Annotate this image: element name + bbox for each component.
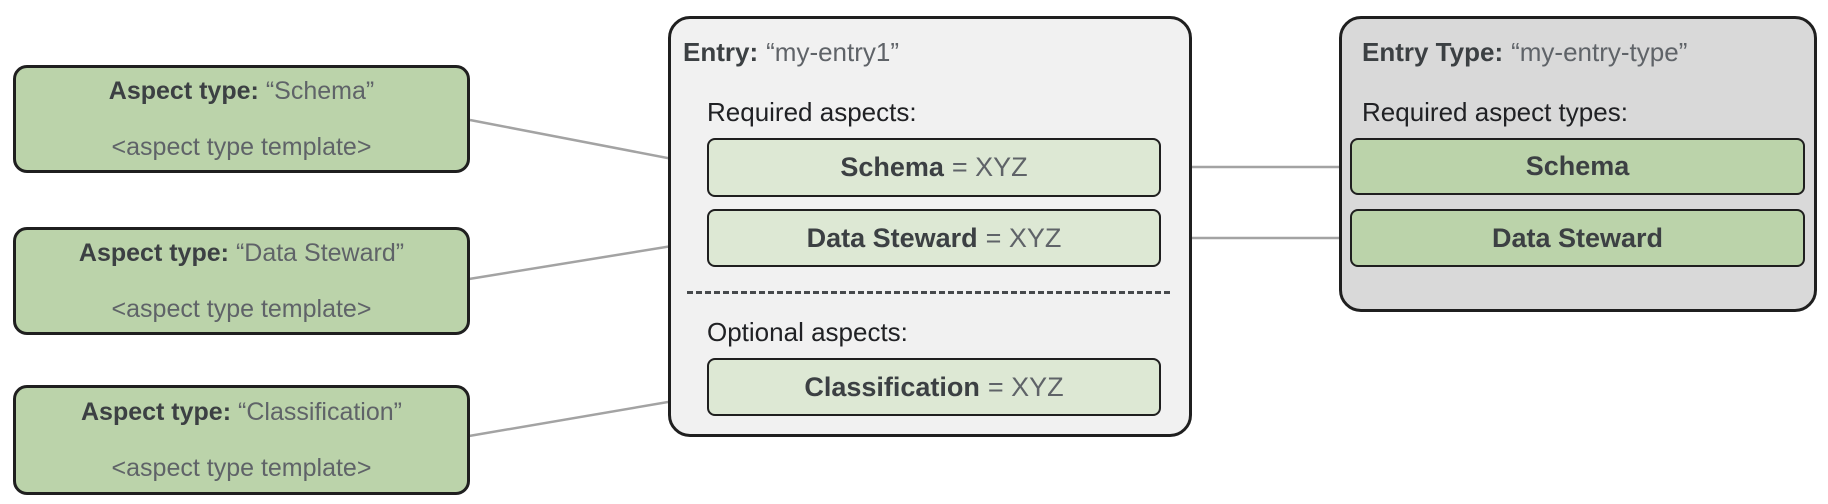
aspect-value: = XYZ [987,371,1064,402]
aspect-name: Schema [840,152,944,182]
dashed-divider [687,291,1170,294]
aspect-type-name: “Classification” [238,398,402,426]
aspect-name: Classification [804,371,980,402]
required-aspects-label: Required aspects: [707,97,917,127]
aspect-name: Data Steward [806,222,978,253]
entry-type-title-label: Entry Type: [1362,37,1504,67]
aspect-type-label: Aspect type: [78,239,229,267]
entry-type-title: Entry Type:“my-entry-type” [1362,36,1687,68]
aspect-type-box-classification: Aspect type:“Classification” <aspect typ… [13,385,470,495]
aspect-type-template: <aspect type template> [111,133,372,161]
aspect-type-template: <aspect type template> [111,295,372,323]
entry-aspect-row-schema: Schema= XYZ [707,138,1161,197]
entry-title-value: “my-entry1” [766,37,900,67]
required-aspect-types-label: Required aspect types: [1362,97,1628,127]
aspect-type-box-schema: Aspect type:“Schema” <aspect type templa… [13,65,470,173]
aspect-type-label: Aspect type: [81,398,232,426]
aspect-value: = XYZ [985,222,1062,253]
aspect-type-template: <aspect type template> [111,454,372,482]
aspect-type-name: Schema [1525,151,1630,181]
entry-aspect-row-classification: Classification= XYZ [707,358,1161,416]
entry-type-row-data-steward: Data Steward [1350,209,1805,267]
aspect-type-box-data-steward: Aspect type:“Data Steward” <aspect type … [13,227,470,335]
entry-type-row-schema: Schema [1350,138,1805,195]
aspect-type-name: Data Steward [1491,222,1664,253]
aspect-type-name: “Data Steward” [235,239,405,267]
aspect-value: = XYZ [951,152,1028,182]
entry-box: Entry:“my-entry1” Required aspects: Sche… [668,16,1192,437]
aspect-type-name: “Schema” [265,77,375,105]
optional-aspects-label: Optional aspects: [707,317,908,347]
aspect-type-title: Aspect type:“Schema” [109,76,374,106]
entry-aspect-row-data-steward: Data Steward= XYZ [707,209,1161,267]
entry-type-box: Entry Type:“my-entry-type” Required aspe… [1339,16,1817,312]
aspect-type-title: Aspect type:“Data Steward” [79,238,404,268]
entry-title-label: Entry: [683,37,759,67]
aspect-type-label: Aspect type: [108,77,259,105]
entry-type-title-value: “my-entry-type” [1511,37,1688,67]
entry-title: Entry:“my-entry1” [683,36,899,68]
aspect-type-title: Aspect type:“Classification” [81,397,402,427]
